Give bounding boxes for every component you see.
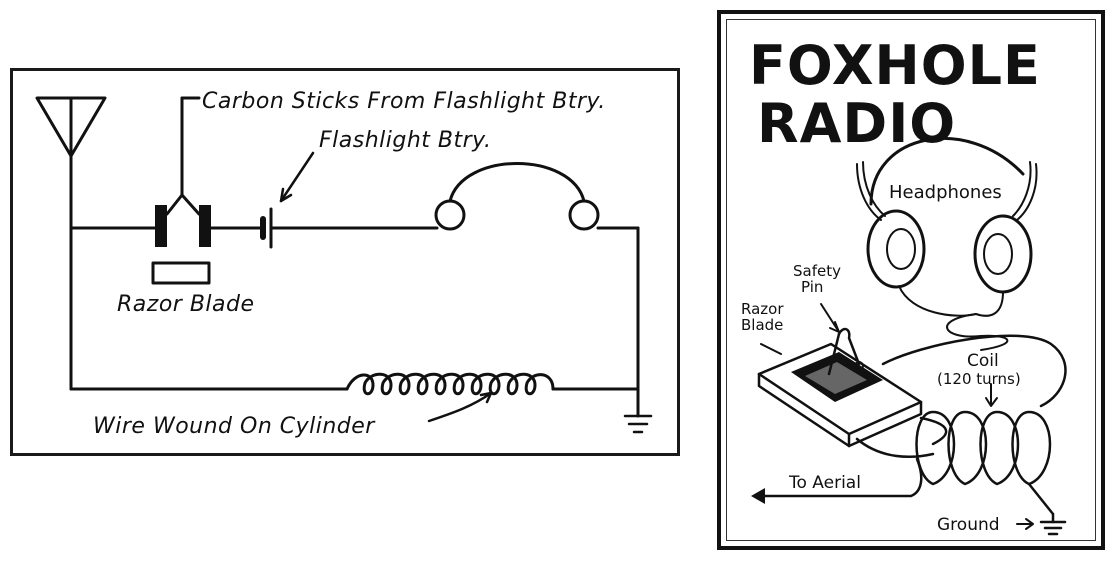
coil-pointer-arrowhead [479,391,493,404]
battery-pointer-arrowhead [279,187,293,203]
schematic-diagram: Carbon Sticks From Flashlight Btry. Flas… [10,68,680,456]
schematic-svg: Carbon Sticks From Flashlight Btry. Flas… [35,89,653,439]
battery-pointer-arrow [279,151,315,203]
detector-icon [155,96,211,247]
coil-label: Coil [967,351,999,371]
coil-turns-label: (120 turns) [937,370,1021,388]
razor-blade-pointer-arrow [760,343,782,355]
antenna-icon [35,96,107,158]
poster-svg: FOXHOLE RADIO [741,34,1067,536]
coil-icon [345,372,555,396]
razor-blade-label: Razor Blade [117,292,255,317]
safety-pin-label-line2: Pin [801,278,823,296]
ground-pointer-arrow [1016,518,1034,530]
razor-blade-icon [151,261,211,285]
headphones-label: Headphones [889,182,1002,203]
aerial-arrow-icon [751,488,765,504]
safety-pin-icon [827,327,864,376]
foxhole-radio-poster: FOXHOLE RADIO [717,10,1105,550]
wire-wound-label: Wire Wound On Cylinder [93,414,376,439]
ground-label: Ground [937,515,1000,535]
coil-pointer-arrow [427,391,493,423]
razor-blade-block-icon [757,342,923,448]
coil-icon [855,410,1055,516]
ground-icon [1039,512,1067,536]
headphone-lead-wire [881,334,1067,408]
ground-icon [623,414,653,434]
flashlight-battery-label: Flashlight Btry. [319,128,491,153]
carbon-sticks-label: Carbon Sticks From Flashlight Btry. [202,89,606,114]
coil-pointer-arrow [985,383,998,407]
safety-pin-label-line1: Safety [793,262,841,280]
poster-title-line1: FOXHOLE [749,34,1041,97]
headphones-icon [434,162,600,231]
headphones-icon [856,137,1038,351]
razor-blade-label-line2: Blade [741,316,783,334]
to-aerial-label: To Aerial [788,473,861,493]
aerial-wire [755,457,923,498]
safety-pin-pointer-arrow [820,303,840,333]
razor-blade-label-line1: Razor [741,300,784,318]
poster-title-line2: RADIO [757,92,956,155]
